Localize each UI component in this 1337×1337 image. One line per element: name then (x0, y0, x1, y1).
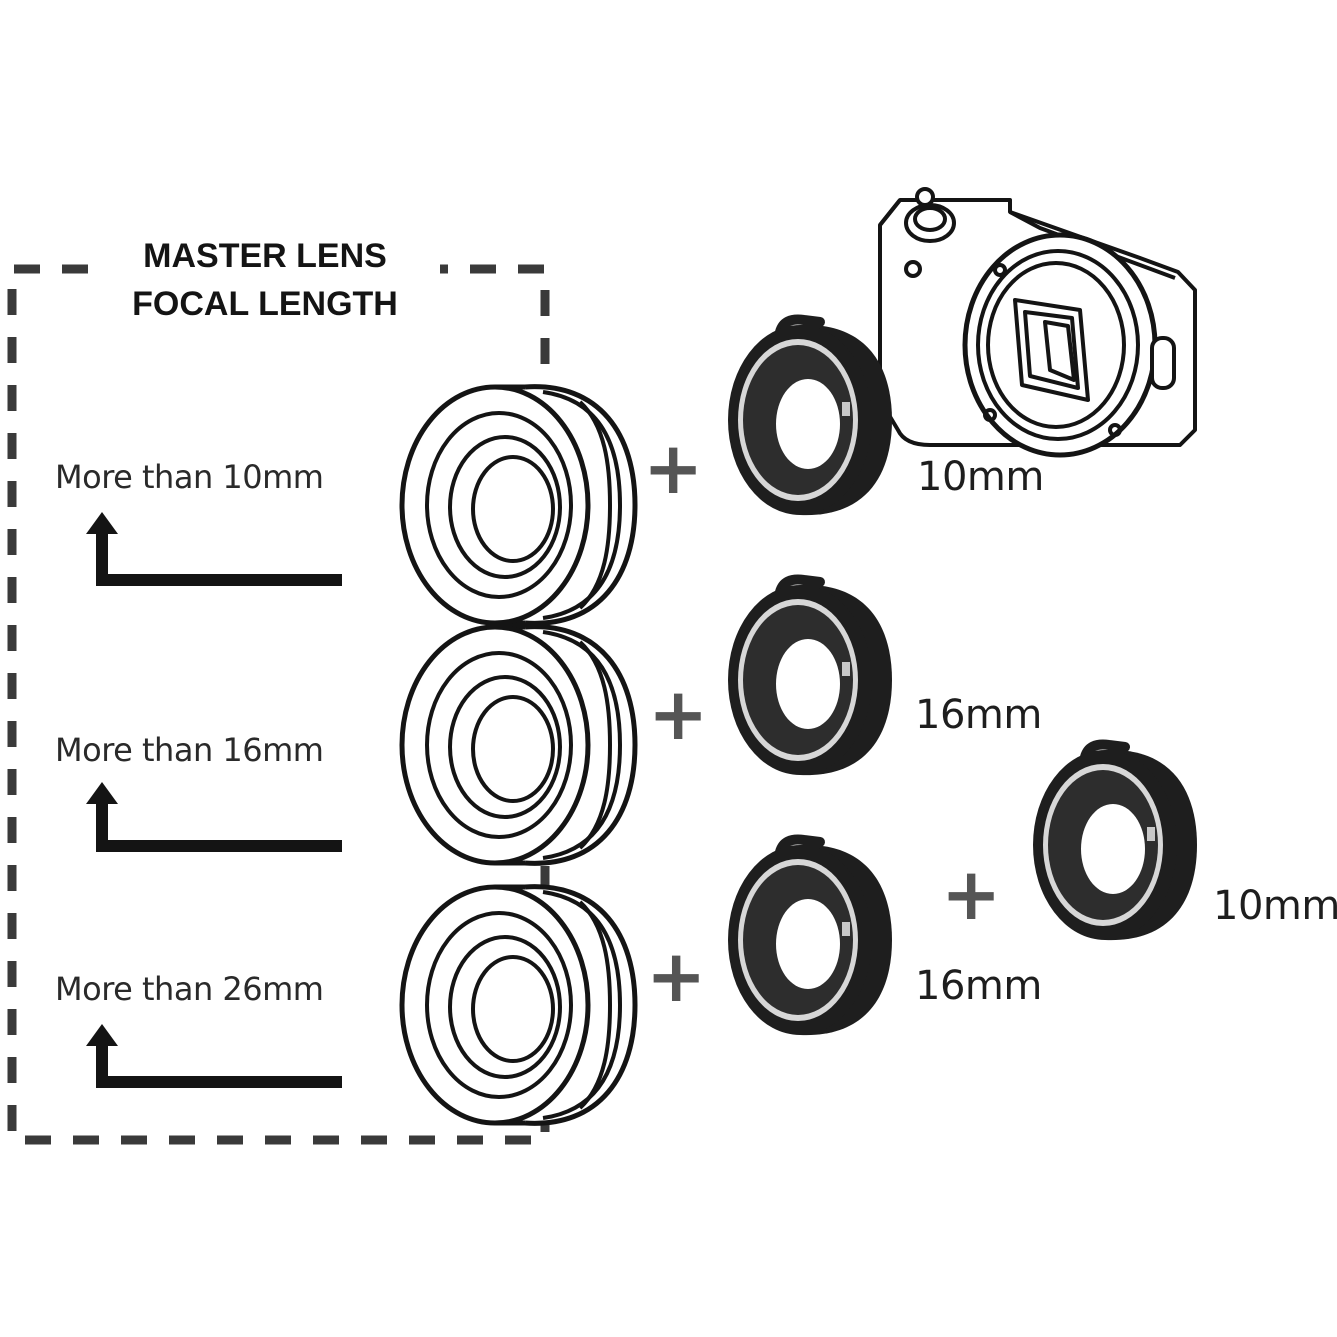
row1-label: More than 10mm (55, 458, 324, 496)
row2-tube-label: 16mm (915, 692, 1042, 738)
row3-tube-b-icon (1033, 745, 1197, 941)
row3-plus-b: + (941, 852, 1002, 936)
row2-arrow-icon (96, 800, 342, 852)
row1-lens-icon (402, 387, 635, 624)
heading-line2: FOCAL LENGTH (132, 285, 398, 323)
dashed-bracket (7, 264, 550, 1145)
camera-icon (878, 187, 1197, 458)
row1-arrow-icon (96, 530, 342, 586)
row2-plus: + (648, 672, 709, 756)
row3-lens-icon (402, 887, 635, 1124)
row2-tube-icon (728, 580, 892, 776)
row3-label: More than 26mm (55, 970, 324, 1008)
row1-plus: + (643, 426, 704, 510)
heading-line1: MASTER LENS (143, 237, 387, 275)
row3-tube-a-icon (728, 840, 892, 1036)
row3-arrow-icon (96, 1042, 342, 1088)
row2-label: More than 16mm (55, 731, 324, 769)
row1-tube-label: 10mm (917, 454, 1044, 500)
row3-tube-b-label: 10mm (1213, 883, 1337, 929)
row1-tube-icon (728, 320, 892, 516)
heading: MASTER LENS FOCAL LENGTH (90, 232, 440, 328)
row3-plus-a: + (646, 934, 707, 1018)
row3-tube-a-label: 16mm (915, 963, 1042, 1009)
row2-lens-icon (402, 627, 635, 864)
